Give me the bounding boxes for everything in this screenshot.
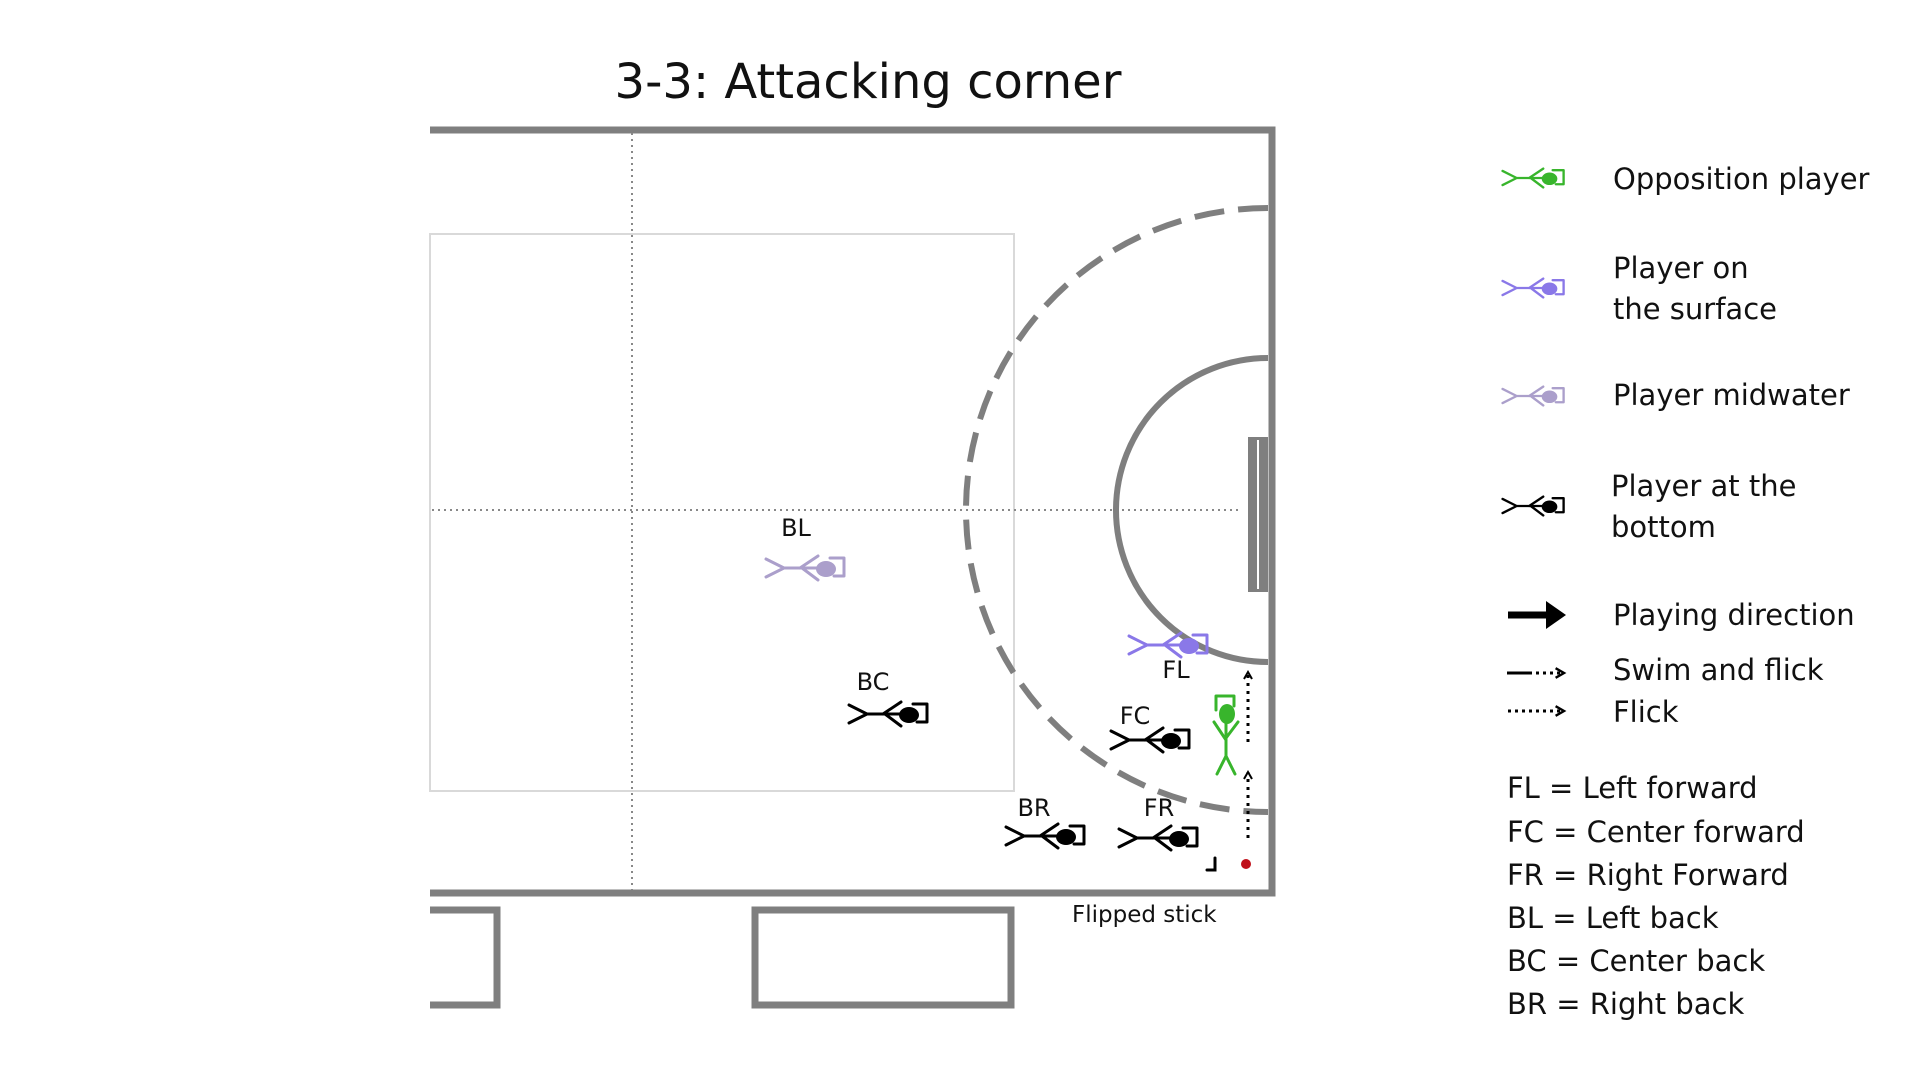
player-FC-icon	[1109, 726, 1191, 754]
dashed-arc	[963, 205, 1269, 815]
player-BL[interactable]: BL	[764, 514, 846, 582]
player-BC-label: BC	[857, 668, 890, 696]
legend-flick-label: Flick	[1613, 695, 1679, 729]
player-FR-label: FR	[1144, 794, 1174, 822]
puck	[1241, 859, 1251, 869]
legend-midwater-label: Player midwater	[1613, 378, 1850, 412]
player-FL[interactable]: FL	[1127, 631, 1209, 684]
player-BC[interactable]: BC	[847, 668, 929, 728]
pool-boundary	[430, 126, 1276, 897]
player-BR-label: BR	[1017, 794, 1050, 822]
legend-item-flick: Flick	[1508, 695, 1679, 729]
abbrev-FC: FC = Center forward	[1507, 815, 1805, 849]
pool-field	[429, 126, 1276, 1009]
goal-arc	[1113, 355, 1269, 665]
players-layer: BL BC BR FC FR FL	[764, 514, 1240, 872]
legend: Opposition player Player on the surface …	[1501, 162, 1870, 1021]
legend-opposition-label: Opposition player	[1613, 162, 1870, 196]
legend-midwater-icon	[1501, 385, 1565, 407]
player-BL-label: BL	[781, 514, 811, 542]
legend-item-opposition: Opposition player	[1501, 162, 1870, 196]
player-FR-stick	[1205, 856, 1217, 872]
legend-surface-icon	[1501, 277, 1565, 299]
legend-bottom-icon	[1501, 495, 1565, 517]
legend-item-surface: Player on the surface	[1501, 251, 1777, 326]
abbrev-FR: FR = Right Forward	[1507, 858, 1789, 892]
player-FL-label: FL	[1162, 656, 1190, 684]
player-FL-icon	[1127, 631, 1209, 659]
abbrev-BL: BL = Left back	[1507, 901, 1719, 935]
legend-opposition-icon	[1501, 167, 1565, 189]
playing-direction-arrow-head	[1546, 601, 1566, 629]
player-FC[interactable]: FC	[1109, 702, 1191, 754]
flipped-stick-label: Flipped stick	[1072, 902, 1217, 928]
bench-center	[751, 906, 1015, 1009]
legend-bottom-label-line2: bottom	[1611, 510, 1716, 544]
penalty-area	[429, 233, 1015, 792]
abbrev-FL: FL = Left forward	[1507, 771, 1758, 805]
bench-left	[430, 906, 501, 1009]
player-opposition[interactable]	[1212, 694, 1240, 776]
legend-surface-label-line1: Player on	[1613, 251, 1749, 285]
abbrev-BR: BR = Right back	[1507, 987, 1744, 1021]
legend-item-playing-direction: Playing direction	[1508, 598, 1855, 632]
abbreviations: FL = Left forward FC = Center forward FR…	[1507, 771, 1805, 1021]
legend-item-midwater: Player midwater	[1501, 378, 1850, 412]
legend-bottom-label-line1: Player at the	[1611, 469, 1796, 503]
player-FR[interactable]: FR	[1117, 794, 1217, 872]
player-FC-label: FC	[1120, 702, 1151, 730]
player-BR-icon	[1004, 822, 1086, 850]
player-FR-icon	[1117, 824, 1199, 852]
player-BL-icon	[764, 554, 846, 582]
player-BR[interactable]: BR	[1004, 794, 1086, 850]
abbrev-BC: BC = Center back	[1507, 944, 1765, 978]
legend-item-swim-and-flick: Swim and flick	[1507, 653, 1824, 687]
player-BC-icon	[847, 700, 929, 728]
legend-surface-label-line2: the surface	[1613, 292, 1777, 326]
legend-item-bottom: Player at the bottom	[1501, 469, 1796, 544]
opposition-player-icon	[1212, 694, 1240, 776]
legend-playing-direction-label: Playing direction	[1613, 598, 1855, 632]
diagram-title: 3-3: Attacking corner	[615, 54, 1122, 110]
legend-swim-and-flick-label: Swim and flick	[1613, 653, 1824, 687]
